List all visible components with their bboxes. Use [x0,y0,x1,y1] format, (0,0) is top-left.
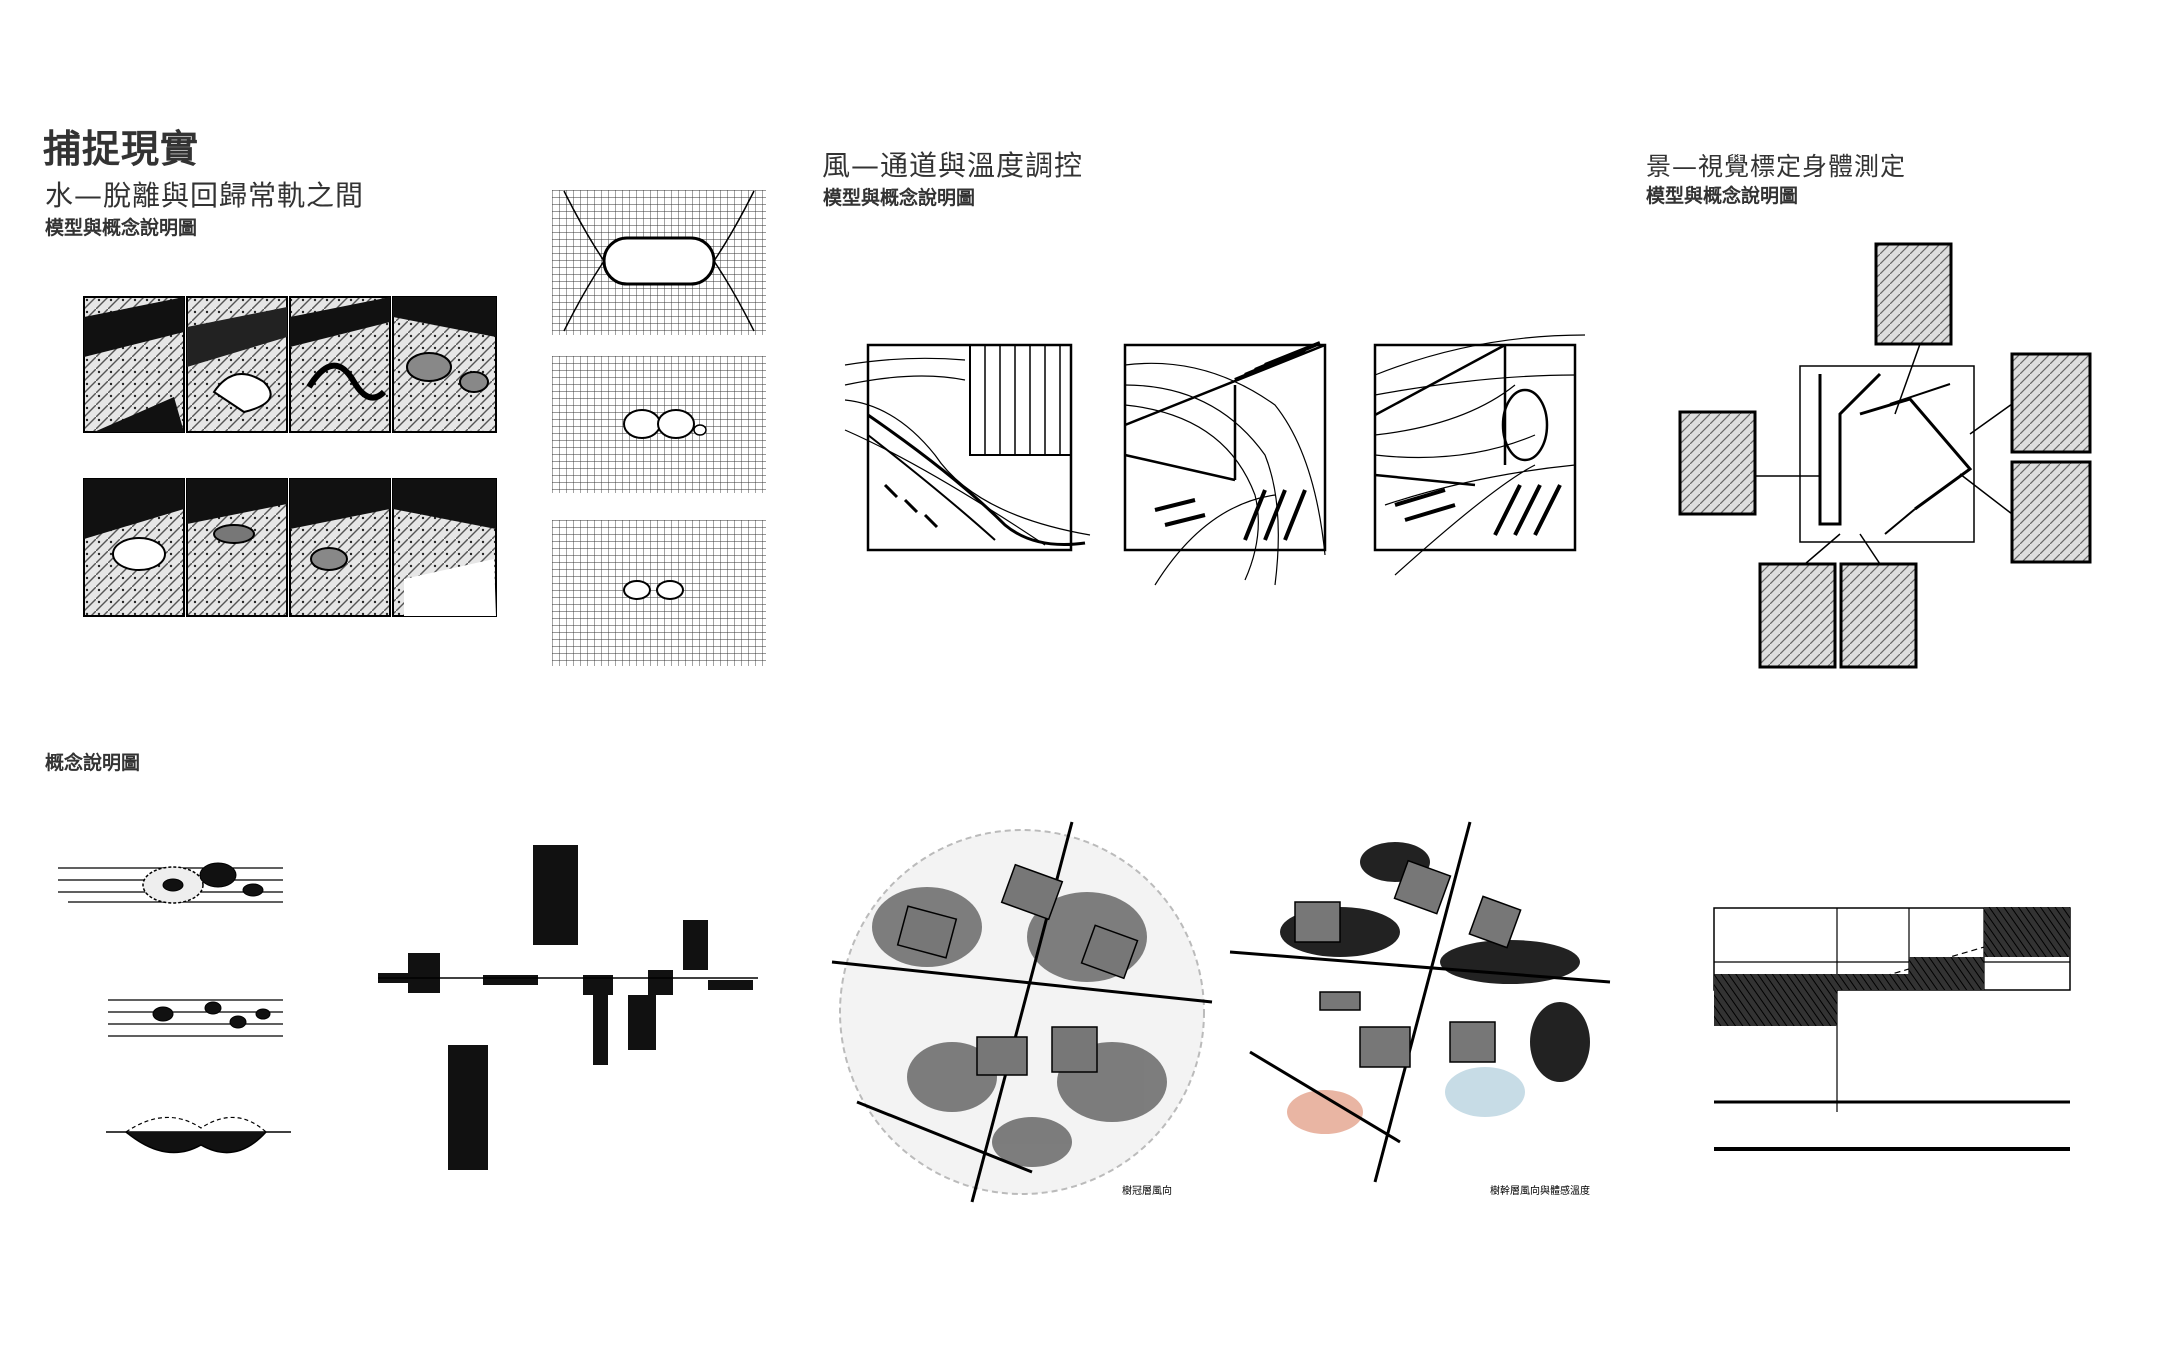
water-section-subtitle: 模型與概念說明圖 [45,217,198,239]
mesh-grid-1 [552,190,766,335]
view-diagram [1678,242,2092,669]
stepped-section-diagram [1713,907,2071,1151]
concept-label: 概念說明圖 [45,752,141,774]
site-map-trunk: 樹幹層風向與體感溫度 [1229,821,1611,1197]
wind-diagram-3 [1373,334,1586,576]
plan-square [1799,365,1975,543]
wind-diagram-1 [844,343,1091,552]
hatched-bars-sketch [378,845,758,1170]
view-sightlines [1755,343,2013,565]
mesh-grid-2 [552,356,766,493]
site-map-canopy: 樹冠層風向 [831,821,1213,1203]
wind-section-title: 風—通道與溫度調控 [822,149,1084,182]
wind-diagrams [844,334,1586,586]
map-note-canopy: 樹冠層風向 [1122,1184,1172,1197]
flow-concept-sketches [58,862,291,1154]
view-section-title: 景—視覺標定身體測定 [1646,152,1907,181]
photo-row-bottom [83,478,497,617]
wind-section-subtitle: 模型與概念說明圖 [823,187,976,209]
photo-row-top [83,296,497,433]
flow-sketch-1 [58,862,283,904]
view-section-subtitle: 模型與概念說明圖 [1646,185,1799,207]
flow-sketch-2 [108,999,283,1037]
page-title: 捕捉現實 [43,127,200,171]
wind-diagram-2 [1123,341,1327,586]
water-section-title: 水—脫離與回歸常軌之間 [45,179,365,212]
water-mesh-grids [552,190,766,666]
mesh-grid-3 [552,520,766,666]
map-note-trunk: 樹幹層風向與體感溫度 [1490,1184,1590,1197]
view-photos [1678,242,2092,669]
flow-sketch-3 [106,1116,291,1154]
water-model-photos [83,296,497,617]
